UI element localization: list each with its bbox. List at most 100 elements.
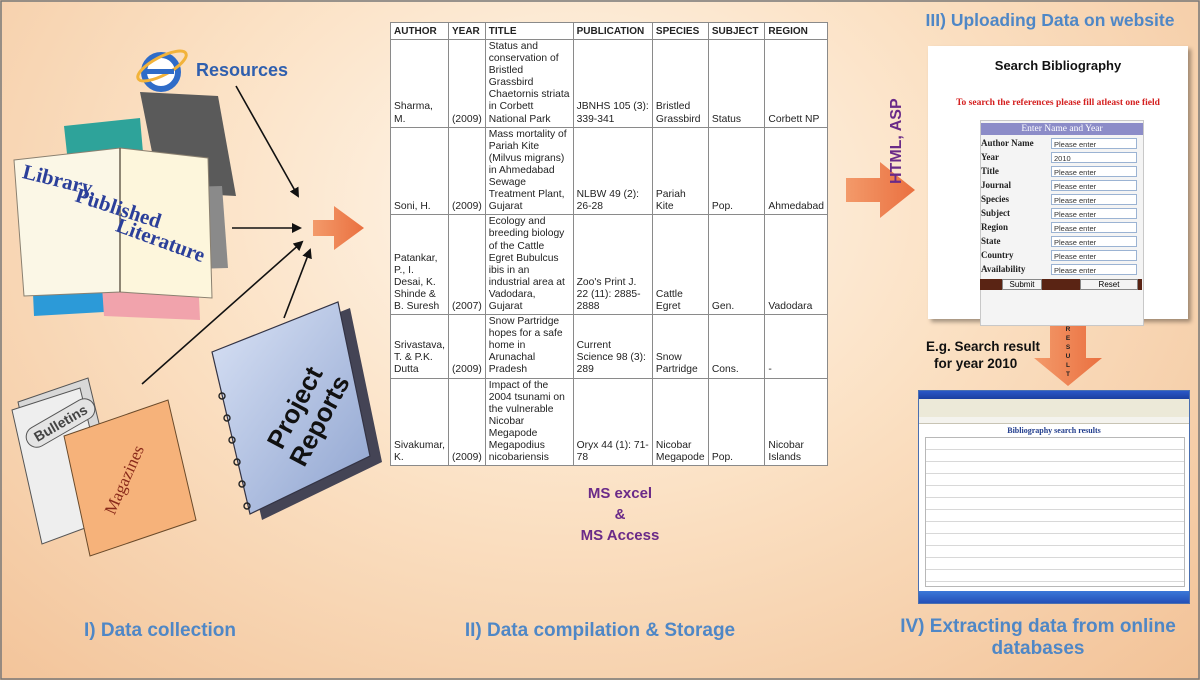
orange-arrow-to-website bbox=[846, 162, 915, 218]
journal-input[interactable]: Please enter bbox=[1051, 180, 1137, 191]
field-label: Year bbox=[981, 152, 999, 162]
cell-year: (2009) bbox=[447, 126, 486, 216]
year-input[interactable]: 2010 bbox=[1051, 152, 1137, 163]
ie-browser-icon bbox=[136, 49, 188, 92]
cell-publication: Oryx 44 (1): 71-78 bbox=[572, 377, 653, 467]
reports-arrow bbox=[283, 248, 312, 319]
header-species: SPECIES bbox=[651, 22, 709, 40]
availability-input[interactable]: Please enter bbox=[1051, 264, 1137, 275]
field-row-journal: Journal Please enter bbox=[981, 179, 1143, 193]
browser-address-bar bbox=[919, 417, 1189, 424]
country-input[interactable]: Please enter bbox=[1051, 250, 1137, 261]
browser-title-bar bbox=[919, 391, 1189, 399]
field-label: State bbox=[981, 236, 1001, 246]
cell-region: Corbett NP bbox=[764, 39, 828, 128]
cell-title: Impact of the 2004 tsunami on the vulner… bbox=[484, 377, 574, 467]
cell-publication: JBNHS 105 (3): 339-341 bbox=[572, 39, 653, 128]
cell-subject: Pop. bbox=[707, 377, 766, 467]
cell-species: Pariah Kite bbox=[651, 126, 709, 216]
cell-title: Status and conservation of Bristled Gras… bbox=[484, 39, 574, 128]
header-publication: PUBLICATION bbox=[572, 22, 653, 40]
result-letter: R bbox=[1066, 326, 1071, 333]
result-letter: U bbox=[1066, 353, 1071, 360]
header-year: YEAR bbox=[447, 22, 486, 40]
cell-region: Nicobar Islands bbox=[764, 377, 828, 467]
search-bibliography-panel: Search Bibliography To search the refere… bbox=[928, 46, 1188, 326]
form-header: Enter Name and Year bbox=[981, 123, 1143, 135]
windows-taskbar bbox=[919, 591, 1189, 603]
cell-year: (2009) bbox=[447, 314, 486, 379]
resources-label: Resources bbox=[196, 60, 289, 80]
cell-species: Bristled Grassbird bbox=[651, 39, 709, 128]
title-input[interactable]: Please enter bbox=[1051, 166, 1137, 177]
species-input[interactable]: Please enter bbox=[1051, 194, 1137, 205]
cell-publication: Zoo's Print J. 22 (11): 2885-2888 bbox=[572, 214, 653, 316]
orange-arrow-to-table bbox=[313, 206, 364, 250]
header-region: REGION bbox=[764, 22, 828, 40]
field-label: Subject bbox=[981, 208, 1010, 218]
orange-arrow-result bbox=[1034, 322, 1102, 386]
cell-region: Vadodara bbox=[764, 214, 828, 316]
cell-author: Sivakumar, K. bbox=[390, 377, 449, 467]
ms-excel-label: MS excel bbox=[587, 485, 653, 502]
field-label: Author Name bbox=[981, 138, 1034, 148]
cell-title: Snow Partridge hopes for a safe home in … bbox=[484, 314, 574, 379]
header-title: TITLE bbox=[484, 22, 574, 40]
book-stack-illustration bbox=[13, 92, 236, 320]
result-letter: T bbox=[1066, 371, 1070, 378]
search-instruction: To search the references please fill atl… bbox=[956, 98, 1160, 108]
table-row: Patankar, P., I. Desai, K. Shinde & B. S… bbox=[390, 214, 828, 316]
stage-data-compilation: II) Data compilation & Storage bbox=[464, 620, 736, 641]
cell-subject: Cons. bbox=[707, 314, 766, 379]
cell-region: Ahmedabad bbox=[764, 126, 828, 216]
cell-title: Ecology and breeding biology of the Catt… bbox=[484, 214, 574, 316]
author-name-input[interactable]: Please enter bbox=[1051, 138, 1137, 149]
papers-illustration bbox=[11, 377, 197, 557]
field-row-species: Species Please enter bbox=[981, 193, 1143, 207]
region-input[interactable]: Please enter bbox=[1051, 222, 1137, 233]
subject-input[interactable]: Please enter bbox=[1051, 208, 1137, 219]
field-row-year: Year 2010 bbox=[981, 151, 1143, 165]
search-title: Search Bibliography bbox=[994, 58, 1122, 73]
table-header-row: AUTHOR YEAR TITLE PUBLICATION SPECIES SU… bbox=[390, 22, 828, 40]
search-form: Enter Name and Year Author Name Please e… bbox=[980, 120, 1144, 326]
field-row-title: Title Please enter bbox=[981, 165, 1143, 179]
html-asp-label: HTML, ASP bbox=[888, 98, 905, 184]
field-row-author: Author Name Please enter bbox=[981, 137, 1143, 151]
cell-year: (2007) bbox=[447, 214, 486, 316]
cell-species: Snow Partridge bbox=[651, 314, 709, 379]
field-label: Country bbox=[981, 250, 1014, 260]
cell-subject: Status bbox=[707, 39, 766, 128]
ms-access-label: MS Access bbox=[580, 527, 660, 544]
state-input[interactable]: Please enter bbox=[1051, 236, 1137, 247]
field-label: Title bbox=[981, 166, 999, 176]
result-letter: E bbox=[1066, 335, 1071, 342]
stage-data-collection: I) Data collection bbox=[83, 620, 237, 641]
results-heading: Bibliography search results bbox=[1007, 426, 1101, 435]
cell-subject: Pop. bbox=[707, 126, 766, 216]
example-result-label: E.g. Search result for year 2010 bbox=[926, 338, 1040, 372]
search-results-screenshot: Bibliography search results bbox=[918, 390, 1190, 604]
uploading-heading: III) Uploading Data on website bbox=[925, 10, 1175, 30]
field-row-availability: Availability Please enter bbox=[981, 263, 1143, 277]
stage-extracting-line-2: databases bbox=[991, 638, 1085, 659]
field-row-state: State Please enter bbox=[981, 235, 1143, 249]
storage-label: MS excel & MS Access bbox=[540, 483, 700, 546]
example-result-line-1: E.g. Search result bbox=[926, 339, 1041, 354]
form-button-bar: Submit Reset bbox=[980, 279, 1142, 290]
result-arrow-letters: R E S U L T bbox=[1066, 326, 1071, 378]
stage-extracting-data: IV) Extracting data from online database… bbox=[880, 616, 1196, 660]
result-letter: S bbox=[1066, 344, 1071, 351]
results-table-thumbnail bbox=[925, 437, 1185, 587]
field-row-subject: Subject Please enter bbox=[981, 207, 1143, 221]
cell-author: Sharma, M. bbox=[390, 39, 449, 128]
submit-button[interactable]: Submit bbox=[1002, 279, 1042, 290]
resources-arrow bbox=[235, 85, 299, 198]
field-label: Species bbox=[981, 194, 1009, 204]
result-letter: L bbox=[1066, 362, 1070, 369]
reset-button[interactable]: Reset bbox=[1080, 279, 1138, 290]
field-label: Region bbox=[981, 222, 1008, 232]
header-author: AUTHOR bbox=[390, 22, 449, 40]
